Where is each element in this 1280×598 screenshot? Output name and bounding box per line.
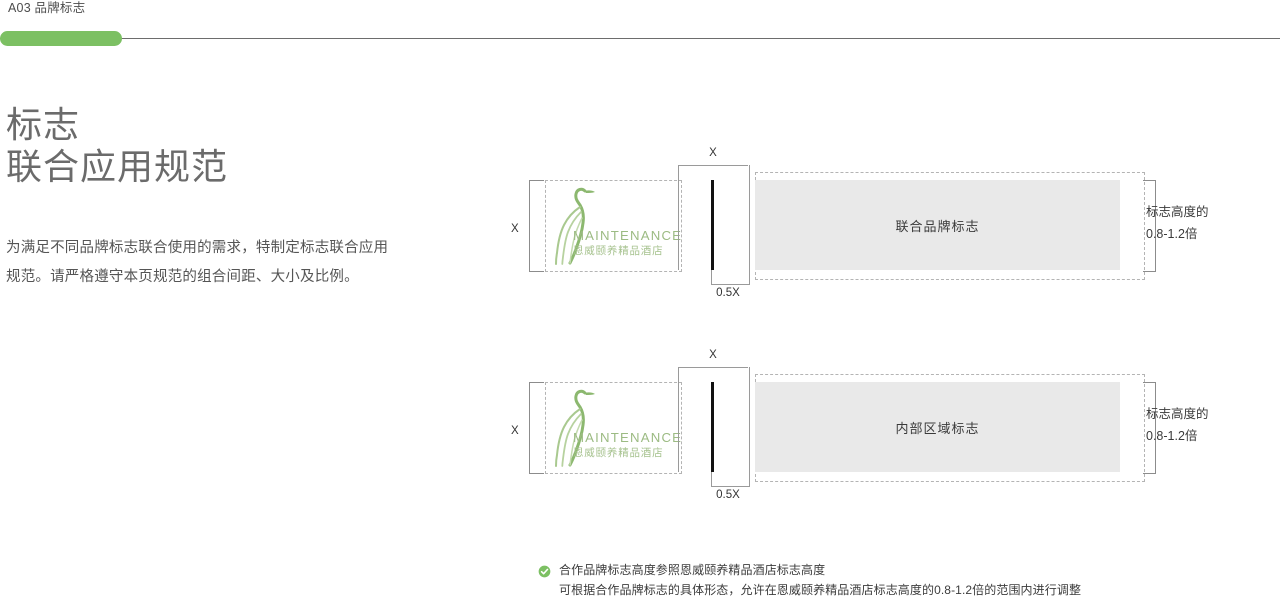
left-bracket: [529, 382, 544, 474]
half-measure-bracket: [711, 270, 750, 285]
note-primary-row: 合作品牌标志高度参照恩威颐养精品酒店标志高度: [538, 563, 1238, 578]
brand-logo: MAINTENANCE 恩威颐养精品酒店: [548, 383, 683, 471]
logo-clearspace-box: [545, 180, 682, 272]
half-measure-label: 0.5X: [716, 287, 740, 299]
note-secondary-text: 可根据合作品牌标志的具体形态，允许在恩威颐养精品酒店标志高度的0.8-1.2倍的…: [559, 583, 1082, 597]
right-height-note-line2: 0.8-1.2倍: [1146, 429, 1198, 443]
right-height-note-line2: 0.8-1.2倍: [1146, 227, 1198, 241]
right-height-note-line1: 标志高度的: [1146, 205, 1209, 219]
gap-bracket-sides: [678, 367, 750, 472]
logo-chinese-name: 恩威颐养精品酒店: [573, 447, 664, 460]
half-measure-label: 0.5X: [716, 489, 740, 501]
footer-notes: 合作品牌标志高度参照恩威颐养精品酒店标志高度 可根据合作品牌标志的具体形态，允许…: [538, 563, 1238, 598]
page-header-label: A03 品牌标志: [8, 1, 86, 15]
right-height-note: 标志高度的 0.8-1.2倍: [1146, 201, 1266, 245]
check-circle-icon: [538, 565, 551, 578]
gap-bracket-top: [678, 165, 748, 166]
logo-wordmark: MAINTENANCE 恩威颐养精品酒店: [573, 431, 683, 459]
logo-english-name: MAINTENANCE: [573, 228, 683, 243]
right-bracket: [1143, 180, 1156, 272]
logo-clearspace-box: [545, 382, 682, 474]
gap-bracket-top: [678, 367, 748, 368]
half-measure-bracket: [711, 472, 750, 487]
right-height-note: 标志高度的 0.8-1.2倍: [1146, 403, 1266, 447]
crane-logo-mark: [555, 389, 595, 467]
diagram-internal-zone: X MAINTENANCE 恩威颐养精品酒店 X 0.5X 内部区域标志: [0, 347, 1280, 527]
right-bracket: [1143, 382, 1156, 474]
left-measure-label: X: [511, 223, 519, 235]
logo-wordmark: MAINTENANCE 恩威颐养精品酒店: [573, 229, 683, 257]
partner-logo-label: 联合品牌标志: [895, 218, 980, 234]
partner-logo-placeholder: 联合品牌标志: [755, 180, 1120, 270]
partner-logo-placeholder: 内部区域标志: [755, 382, 1120, 472]
partner-logo-label: 内部区域标志: [895, 420, 980, 436]
left-bracket: [529, 180, 544, 272]
right-height-note-line1: 标志高度的: [1146, 407, 1209, 421]
gap-measure-label: X: [709, 349, 717, 361]
logo-chinese-name: 恩威颐养精品酒店: [573, 245, 664, 258]
logo-english-name: MAINTENANCE: [573, 430, 683, 445]
gap-measure-label: X: [709, 147, 717, 159]
intro-paragraph: 为满足不同品牌标志联合使用的需求，特制定标志联合应用规范。请严格遵守本页规范的组…: [6, 240, 389, 285]
divider-bar: [711, 180, 714, 270]
diagram-joint-brand: X MAINTENANCE 恩威颐养精品酒店 X 0.5X 联合品牌标志: [0, 145, 1280, 325]
left-measure-label: X: [511, 425, 519, 437]
header-accent-bar: [0, 31, 122, 46]
header-rule-line: [0, 38, 1280, 39]
crane-logo-mark: [555, 187, 595, 265]
brand-logo: MAINTENANCE 恩威颐养精品酒店: [548, 181, 683, 269]
note-primary-text: 合作品牌标志高度参照恩威颐养精品酒店标志高度: [559, 563, 826, 577]
gap-bracket-sides: [678, 165, 750, 270]
divider-bar: [711, 382, 714, 472]
page-title: 标志 联合应用规范: [6, 104, 229, 187]
